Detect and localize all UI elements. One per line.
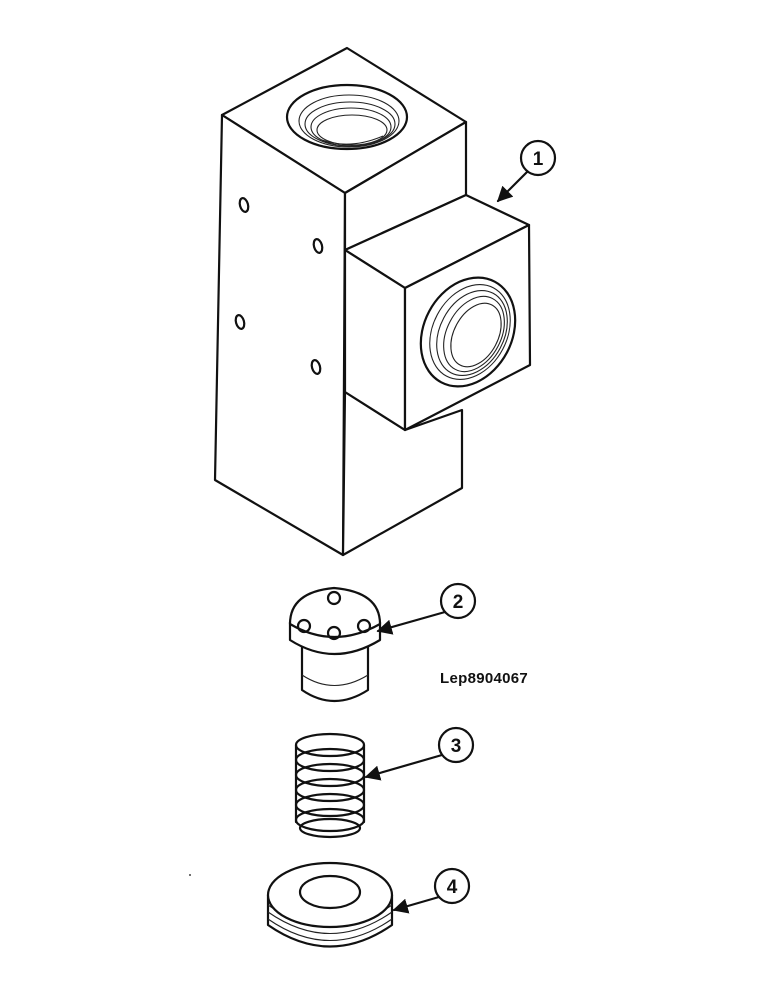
spring bbox=[294, 732, 366, 839]
mounting-holes bbox=[234, 197, 324, 375]
washer-top bbox=[266, 861, 394, 929]
callout-2: 2 bbox=[376, 582, 477, 635]
callout-label: 3 bbox=[451, 736, 462, 757]
poppet-head bbox=[288, 586, 382, 639]
figure-reference: Lep8904067 bbox=[440, 670, 528, 687]
poppet-orifice bbox=[296, 618, 312, 634]
callout-label: 2 bbox=[453, 592, 464, 613]
poppet-stem bbox=[300, 643, 370, 702]
callout-4: 4 bbox=[392, 867, 471, 914]
side-threaded-port bbox=[419, 276, 517, 388]
speck bbox=[189, 874, 191, 876]
top-threaded-port bbox=[285, 83, 409, 151]
mounting-hole bbox=[310, 359, 322, 375]
valve-body bbox=[213, 46, 532, 557]
washer bbox=[266, 861, 394, 948]
callout-1: 1 bbox=[496, 139, 557, 203]
mounting-hole bbox=[234, 314, 246, 330]
callout-3: 3 bbox=[364, 726, 475, 781]
poppet-orifice bbox=[326, 625, 342, 641]
callout-label: 1 bbox=[533, 149, 544, 170]
mounting-hole bbox=[238, 197, 250, 213]
poppet-orifice bbox=[326, 590, 342, 606]
callout-label: 4 bbox=[447, 877, 458, 898]
poppet-orifice bbox=[356, 618, 372, 634]
valve-body-left-face bbox=[213, 113, 347, 557]
mounting-hole bbox=[312, 238, 324, 254]
poppet bbox=[288, 586, 382, 702]
washer-bore bbox=[298, 874, 362, 910]
